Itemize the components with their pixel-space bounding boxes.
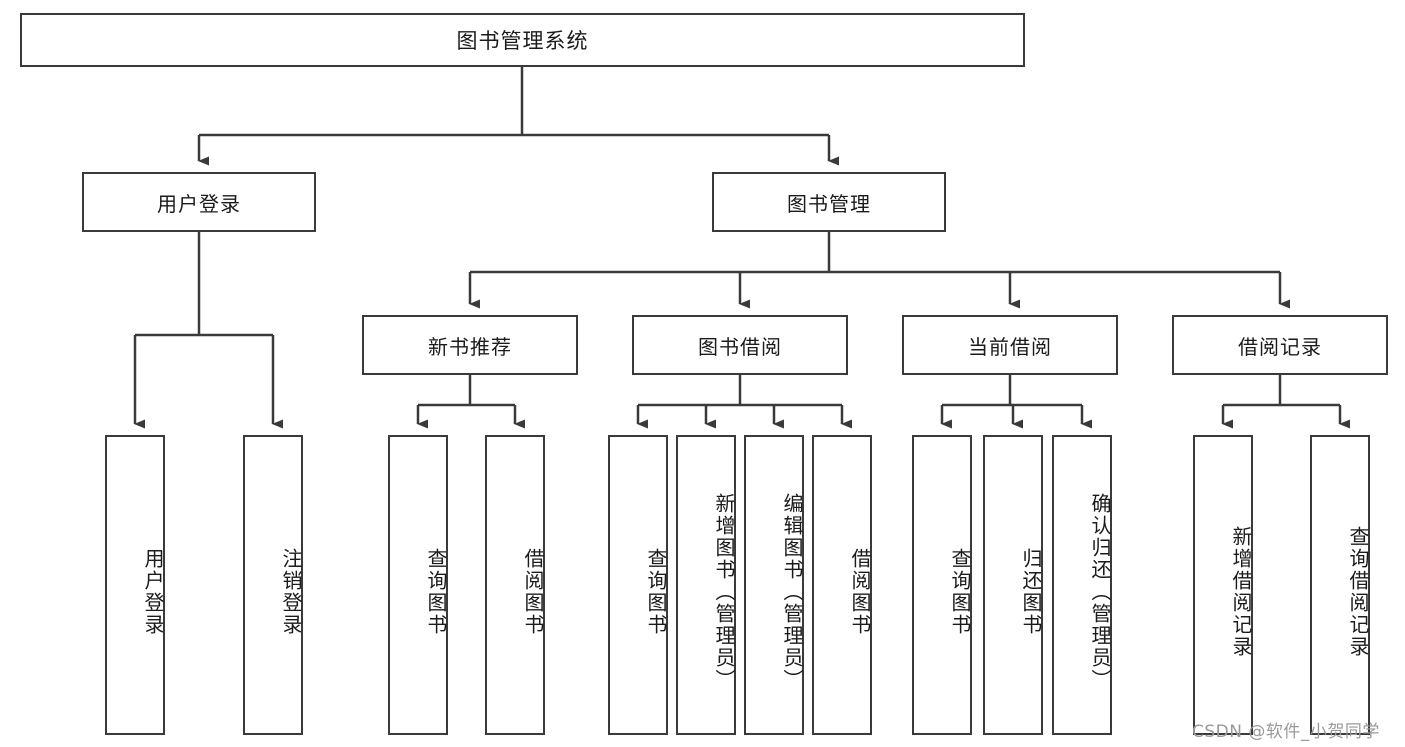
connector-root-to-level2: [197, 67, 839, 166]
watermark-credit: CSDN @软件_小贺同学: [1192, 722, 1380, 742]
leaf-label: 用户登录: [141, 548, 165, 636]
node-book-manage[interactable]: 图书管理: [712, 172, 946, 232]
connector-new-book-recommend-to-leaves: [416, 375, 525, 429]
node-leaf-return-book[interactable]: 归还图书: [983, 435, 1043, 735]
node-leaf-user-login[interactable]: 用户登录: [105, 435, 165, 735]
leaf-label: 归还图书: [1019, 548, 1043, 636]
connector-current-borrow-to-leaves: [940, 375, 1092, 429]
leaf-label: 注销登录: [279, 548, 303, 636]
node-leaf-borrow-book-1[interactable]: 借阅图书: [485, 435, 545, 735]
leaf-label: 借阅图书: [848, 548, 872, 636]
connector-user-login-to-leaves: [133, 232, 283, 429]
connector-borrow-record-to-leaves: [1221, 375, 1350, 429]
leaf-label: 查询图书: [948, 548, 972, 636]
connector-book-manage-to-level3: [468, 232, 1290, 309]
node-leaf-add-book-admin[interactable]: 新增图书（管理员）: [676, 435, 736, 735]
node-borrow-record[interactable]: 借阅记录: [1172, 315, 1388, 375]
node-leaf-query-borrow-record[interactable]: 查询借阅记录: [1310, 435, 1370, 735]
node-leaf-query-book-2[interactable]: 查询图书: [608, 435, 668, 735]
leaf-label: 查询借阅记录: [1346, 526, 1370, 658]
node-leaf-confirm-return-admin[interactable]: 确认归还（管理员）: [1052, 435, 1112, 735]
node-leaf-add-borrow-record[interactable]: 新增借阅记录: [1193, 435, 1253, 735]
node-leaf-query-book-3[interactable]: 查询图书: [912, 435, 972, 735]
leaf-label: 新增借阅记录: [1229, 526, 1253, 658]
connector-book-borrow-to-leaves: [636, 375, 852, 429]
node-leaf-query-book-1[interactable]: 查询图书: [388, 435, 448, 735]
node-leaf-edit-book-admin[interactable]: 编辑图书（管理员）: [744, 435, 804, 735]
leaf-label: 编辑图书（管理员）: [780, 493, 804, 691]
node-leaf-logout-login[interactable]: 注销登录: [243, 435, 303, 735]
node-current-borrow[interactable]: 当前借阅: [902, 315, 1118, 375]
node-user-login[interactable]: 用户登录: [82, 172, 316, 232]
leaf-label: 查询图书: [424, 548, 448, 636]
leaf-label: 借阅图书: [521, 548, 545, 636]
leaf-label: 新增图书（管理员）: [712, 493, 736, 691]
node-new-book-recommend[interactable]: 新书推荐: [362, 315, 578, 375]
leaf-label: 查询图书: [644, 548, 668, 636]
node-leaf-borrow-book-2[interactable]: 借阅图书: [812, 435, 872, 735]
leaf-label: 确认归还（管理员）: [1088, 493, 1112, 691]
node-root-system[interactable]: 图书管理系统: [20, 13, 1025, 67]
node-book-borrow[interactable]: 图书借阅: [632, 315, 848, 375]
